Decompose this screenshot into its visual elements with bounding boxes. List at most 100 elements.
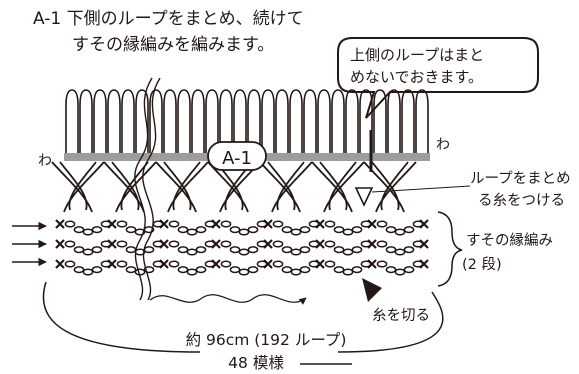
chain-stitch (351, 226, 363, 234)
cut-yarn-label: 糸を切る (372, 307, 430, 324)
chain-stitch (376, 240, 388, 248)
chain-stitch (290, 228, 302, 236)
chain-stitch (64, 220, 76, 228)
chain-stitch (385, 246, 397, 254)
chain-stitch (168, 240, 180, 248)
lower-loops (51, 161, 417, 213)
upper-loops (65, 89, 429, 155)
instruction-title-line2: すその縁編みを編みます。 (72, 35, 274, 55)
x-stitch (263, 239, 273, 249)
x-stitch (55, 239, 65, 249)
x-stitch (55, 259, 65, 269)
chain-stitch (351, 246, 363, 254)
chain-stitch (125, 226, 137, 234)
upper-loop (93, 89, 107, 155)
hem-edging-line2: (2 段) (462, 256, 502, 273)
chain-stitch (91, 226, 103, 234)
chain-stitch (333, 226, 345, 234)
chain-stitch (403, 246, 415, 254)
x-stitch (419, 259, 429, 269)
upper-loop (289, 89, 303, 155)
callout-line2: めないでおきます。 (350, 68, 483, 86)
upper-loop (135, 89, 149, 155)
chain-stitch (376, 220, 388, 228)
width-label: 約 96cm (192 ループ) (186, 331, 347, 349)
upper-loop (163, 89, 177, 155)
upper-loop (107, 89, 121, 155)
chain-stitch (272, 220, 284, 228)
upper-loop (149, 89, 163, 155)
x-stitch (159, 259, 169, 269)
callout-line1: 上側のループはまと (350, 46, 484, 64)
chain-stitch (376, 260, 388, 268)
chain-stitch (64, 260, 76, 268)
chain-stitch (272, 260, 284, 268)
chain-stitch (186, 248, 198, 256)
chain-stitch (403, 226, 415, 234)
x-stitch (211, 219, 221, 229)
cut-yarn-triangle-icon (362, 278, 382, 302)
cross-strand (163, 161, 192, 211)
chain-stitch (116, 260, 128, 268)
upper-loop (331, 89, 345, 155)
upper-loop (247, 89, 261, 155)
chain-stitch (238, 268, 250, 276)
x-stitch (211, 259, 221, 269)
chain-stitch (177, 266, 189, 274)
progress-wave-arrow (149, 294, 307, 305)
wa-left-label: わ (38, 153, 52, 169)
chain-stitch (281, 226, 293, 234)
chain-stitch (333, 266, 345, 274)
chain-stitch (73, 246, 85, 254)
svg-text:A-1: A-1 (222, 148, 252, 169)
yarn-strand (134, 77, 153, 301)
chain-stitch (342, 228, 354, 236)
chain-stitch (403, 266, 415, 274)
chain-stitch (247, 226, 259, 234)
chain-stitch (324, 240, 336, 248)
x-stitch (367, 239, 377, 249)
x-stitch (211, 239, 221, 249)
chain-stitch (333, 246, 345, 254)
upper-loop (205, 89, 219, 155)
cross-strand (328, 161, 357, 211)
chain-stitch (394, 268, 406, 276)
cross-strand (380, 161, 409, 211)
chain-stitch (177, 226, 189, 234)
chain-stitch (134, 228, 146, 236)
upper-loop (177, 89, 191, 155)
x-stitch (315, 259, 325, 269)
chain-stitch (91, 266, 103, 274)
rows-brace (437, 211, 463, 287)
cross-strand (172, 161, 201, 211)
chain-stitch (324, 260, 336, 268)
chain-stitch (73, 226, 85, 234)
x-stitch (159, 219, 169, 229)
chain-stitch (299, 246, 311, 254)
chain-stitch (143, 266, 155, 274)
yarn-strand-2 (142, 77, 161, 301)
chain-stitch (220, 220, 232, 228)
chain-stitch (247, 246, 259, 254)
chain-stitch (385, 226, 397, 234)
x-stitch (55, 219, 65, 229)
chain-stitch (134, 268, 146, 276)
x-stitch (367, 259, 377, 269)
wa-right-label: わ (436, 137, 450, 153)
chain-stitch (220, 260, 232, 268)
chain-stitch (91, 246, 103, 254)
chain-stitch (351, 266, 363, 274)
cross-strand (276, 161, 305, 211)
callout-bubble: 上側のループはまと めないでおきます。 (337, 37, 539, 119)
chain-stitch (281, 266, 293, 274)
upper-loop (219, 89, 233, 155)
upper-loop (79, 89, 93, 155)
cross-strand (111, 161, 140, 211)
hem-edging-line1: すその縁編み (466, 232, 553, 249)
circumference-bracket (42, 281, 444, 353)
cross-strand (371, 161, 400, 211)
cross-strand (319, 161, 348, 211)
chain-stitch (324, 220, 336, 228)
x-stitch (263, 219, 273, 229)
